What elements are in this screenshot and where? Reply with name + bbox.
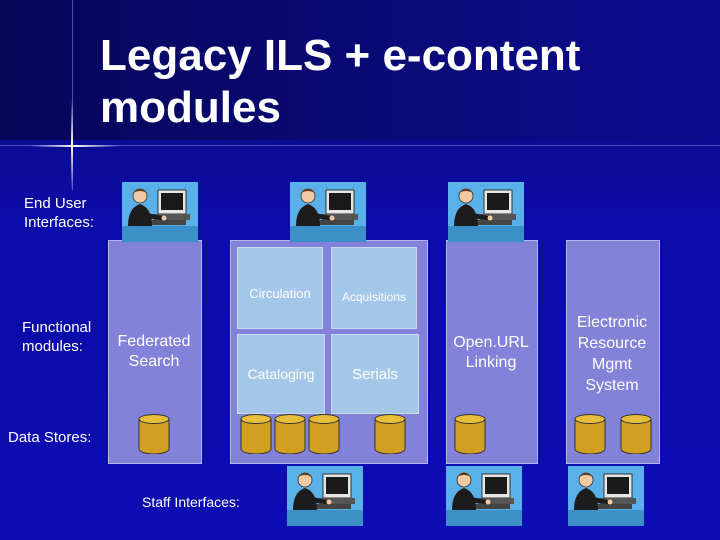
vertical-rule [72, 0, 73, 190]
database-icon [308, 414, 340, 454]
user-at-computer-icon [122, 182, 198, 242]
database-icon [454, 414, 486, 454]
label-data-stores: Data Stores: [8, 429, 92, 446]
serials-module: Serials [331, 334, 419, 414]
user-at-computer-icon [287, 466, 363, 526]
acquisitions-module: Acquisitions [331, 247, 417, 329]
label-functional-modules: Functional modules: [22, 319, 92, 355]
erm-label: Electronic Resource Mgmt System [576, 314, 648, 394]
user-at-computer-icon [568, 466, 644, 526]
database-icon [574, 414, 606, 454]
openurl-linking-label: Open.URL Linking [453, 334, 529, 371]
user-at-computer-icon [446, 466, 522, 526]
database-icon [240, 414, 272, 454]
label-end-user-interfaces: End User Interfaces: [24, 195, 95, 231]
sparkle-decoration [30, 145, 120, 147]
user-at-computer-icon [448, 182, 524, 242]
user-at-computer-icon [290, 182, 366, 242]
database-icon [138, 414, 170, 454]
database-icon [274, 414, 306, 454]
serials-label: Serials [352, 365, 398, 383]
database-icon [374, 414, 406, 454]
circulation-label: Circulation [249, 286, 311, 301]
title-band [0, 0, 720, 140]
horizontal-rule [0, 145, 720, 146]
cataloging-module: Cataloging [237, 334, 325, 414]
circulation-module: Circulation [237, 247, 323, 329]
acquisitions-label: Acquisitions [341, 290, 407, 304]
cataloging-label: Cataloging [247, 366, 315, 382]
label-staff-interfaces: Staff Interfaces: [142, 494, 240, 510]
slide-title: Legacy ILS + e-content modules [100, 31, 581, 132]
federated-search-label: Federated Search [117, 333, 191, 370]
sparkle-decoration-vertical [71, 100, 73, 190]
database-icon [620, 414, 652, 454]
